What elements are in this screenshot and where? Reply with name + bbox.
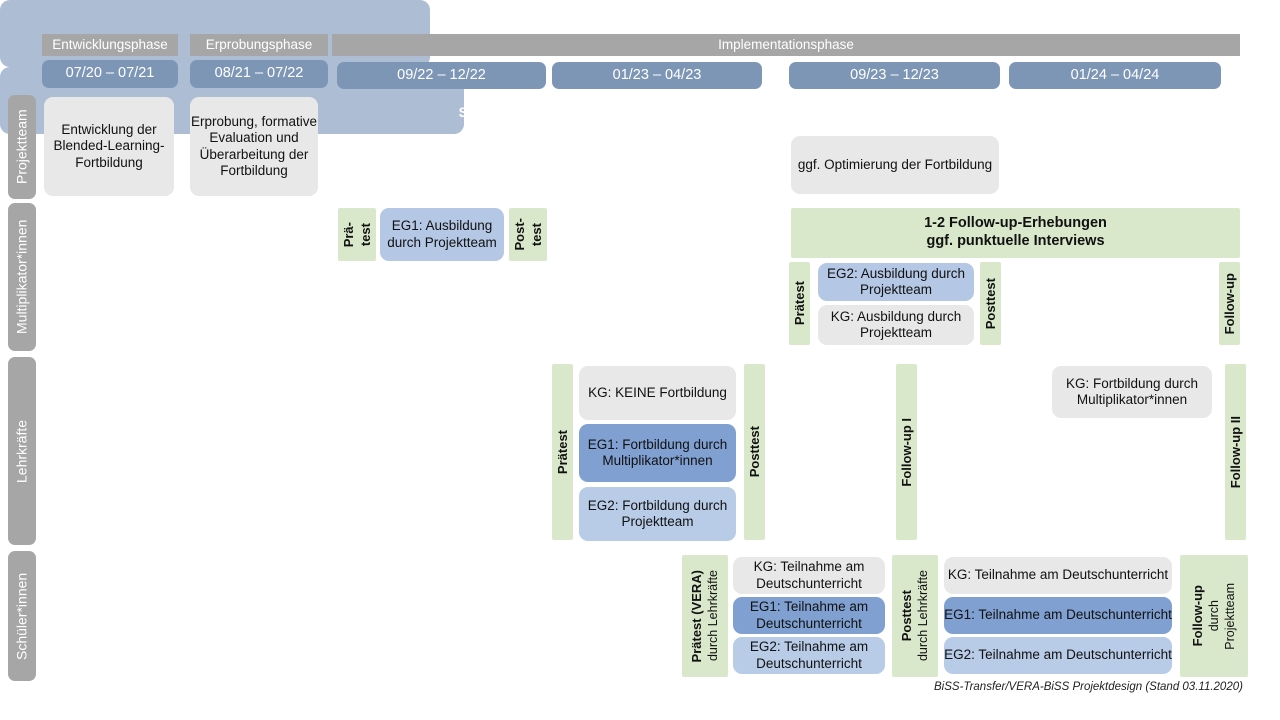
- lehrkraefte-box-eg2: EG2: Fortbildung durch Projektteam: [579, 487, 736, 541]
- multiplikator-posttest-1: Post- test: [509, 208, 547, 261]
- lehrkraefte-posttest-label: Posttest: [746, 426, 762, 478]
- schueler-followup-sub1: durch: [1206, 600, 1221, 632]
- schueler-right-box-eg2: EG2: Teilnahme am Deutschunterricht: [944, 637, 1172, 674]
- schueler-followup-sub2: Projektteam: [1222, 582, 1237, 650]
- period-pill-0923-1223: 09/23 – 12/23: [789, 62, 1000, 89]
- lehrkraefte-followup-2: Follow-up II: [1225, 364, 1246, 540]
- role-tab-schuelerinnen: Schüler*innen: [8, 551, 36, 681]
- schueler-followup: Follow-up durch Projektteam: [1180, 555, 1248, 677]
- multiplikator-posttest-1-line2: test: [528, 222, 544, 247]
- lehrkraefte-followup-1-label: Follow-up I: [898, 417, 914, 487]
- role-tab-projektteam: Projektteam: [8, 95, 36, 199]
- lehrkraefte-box-kg-keine: KG: KEINE Fortbildung: [579, 366, 736, 420]
- footer-caption: BiSS-Transfer/VERA-BiSS Projektdesign (S…: [934, 681, 1243, 693]
- schueler-posttest-sub: durch Lehrkräfte: [915, 570, 930, 662]
- multiplikator-box-eg2: EG2: Ausbildung durch Projektteam: [818, 263, 974, 301]
- phase-bar-erprobungsphase: Erprobungsphase: [190, 34, 328, 56]
- multiplikator-posttest-1-line1: Post-: [511, 218, 527, 251]
- multiplikator-posttest-2: Posttest: [980, 262, 1001, 345]
- schueler-followup-main: Follow-up: [1189, 585, 1205, 647]
- multiplikator-followup-banner-line1: 1-2 Follow-up-Erhebungen: [924, 215, 1107, 232]
- schueler-posttest: Posttest durch Lehrkräfte: [892, 555, 938, 677]
- schueler-right-box-eg1: EG1: Teilnahme am Deutschunterricht: [944, 597, 1172, 634]
- projektteam-box-erprobung: Erprobung, formative Evaluation und Über…: [190, 97, 318, 196]
- multiplikator-pretest-2-label: Prätest: [791, 281, 807, 326]
- schueler-left-box-kg: KG: Teilnahme am Deutschunterricht: [733, 557, 885, 594]
- projektteam-box-optimierung: ggf. Optimierung der Fortbildung: [791, 136, 999, 194]
- schueler-posttest-main: Posttest: [898, 590, 914, 642]
- schueler-pretest-main: Prätest (VERA): [688, 569, 704, 663]
- multiplikator-box-kg: KG: Ausbildung durch Projektteam: [818, 305, 974, 345]
- multiplikator-posttest-2-label: Posttest: [982, 277, 998, 330]
- lehrkraefte-followup-2-label: Follow-up II: [1227, 415, 1243, 489]
- role-tab-multiplikatorinnen: Multiplikator*innen: [8, 203, 36, 351]
- multiplikator-pretest-1-line1: Prä-: [340, 221, 356, 248]
- schoolyear-label-2223: Schuljahr 22/23 (8. Klasse): [458, 104, 636, 120]
- schueler-right-box-kg: KG: Teilnahme am Deutschunterricht: [944, 557, 1172, 594]
- lehrkraefte-pretest: Prätest: [552, 364, 573, 540]
- schueler-pretest-sub: durch Lehrkräfte: [705, 570, 720, 662]
- period-pill-0821-0722: 08/21 – 07/22: [190, 60, 328, 88]
- multiplikator-pretest-1: Prä- test: [338, 208, 376, 261]
- lehrkraefte-pretest-label: Prätest: [554, 429, 570, 475]
- schoolyear-label-2324: Schuljahr 23/24 (9. Klasse): [919, 104, 1097, 120]
- lehrkraefte-box-eg1: EG1: Fortbildung durch Multiplikator*inn…: [579, 424, 736, 482]
- lehrkraefte-followup-1: Follow-up I: [896, 364, 917, 540]
- schueler-pretest: Prätest (VERA) durch Lehrkräfte: [682, 555, 728, 677]
- multiplikator-followup-banner-line2: ggf. punktuelle Interviews: [926, 233, 1105, 249]
- phase-bar-implementationsphase: Implementationsphase: [332, 34, 1240, 56]
- multiplikator-followup-banner: 1-2 Follow-up-Erhebungen ggf. punktuelle…: [791, 208, 1240, 258]
- multiplikator-pretest-1-line2: test: [357, 222, 373, 247]
- phase-bar-entwicklungsphase: Entwicklungsphase: [42, 34, 178, 56]
- lehrkraefte-box-kg-fortbildung: KG: Fortbildung durch Multiplikator*inne…: [1052, 366, 1212, 418]
- period-pill-0123-0423: 01/23 – 04/23: [552, 62, 762, 89]
- role-tab-lehrkraefte: Lehrkräfte: [8, 357, 36, 545]
- schueler-left-box-eg1: EG1: Teilnahme am Deutschunterricht: [733, 597, 885, 634]
- multiplikator-box-eg1: EG1: Ausbildung durch Projektteam: [380, 208, 504, 261]
- period-pill-0720-0721: 07/20 – 07/21: [42, 60, 178, 88]
- lehrkraefte-posttest: Posttest: [744, 364, 765, 540]
- period-pill-0124-0424: 01/24 – 04/24: [1009, 62, 1221, 89]
- period-pill-0922-1222: 09/22 – 12/22: [337, 62, 546, 89]
- projektteam-box-entwicklung: Entwicklung der Blended-Learning-Fortbil…: [44, 97, 174, 196]
- multiplikator-pretest-2: Prätest: [789, 262, 810, 345]
- multiplikator-followup: Follow-up: [1219, 262, 1240, 345]
- multiplikator-followup-label: Follow-up: [1221, 272, 1237, 335]
- schueler-left-box-eg2: EG2: Teilnahme am Deutschunterricht: [733, 637, 885, 674]
